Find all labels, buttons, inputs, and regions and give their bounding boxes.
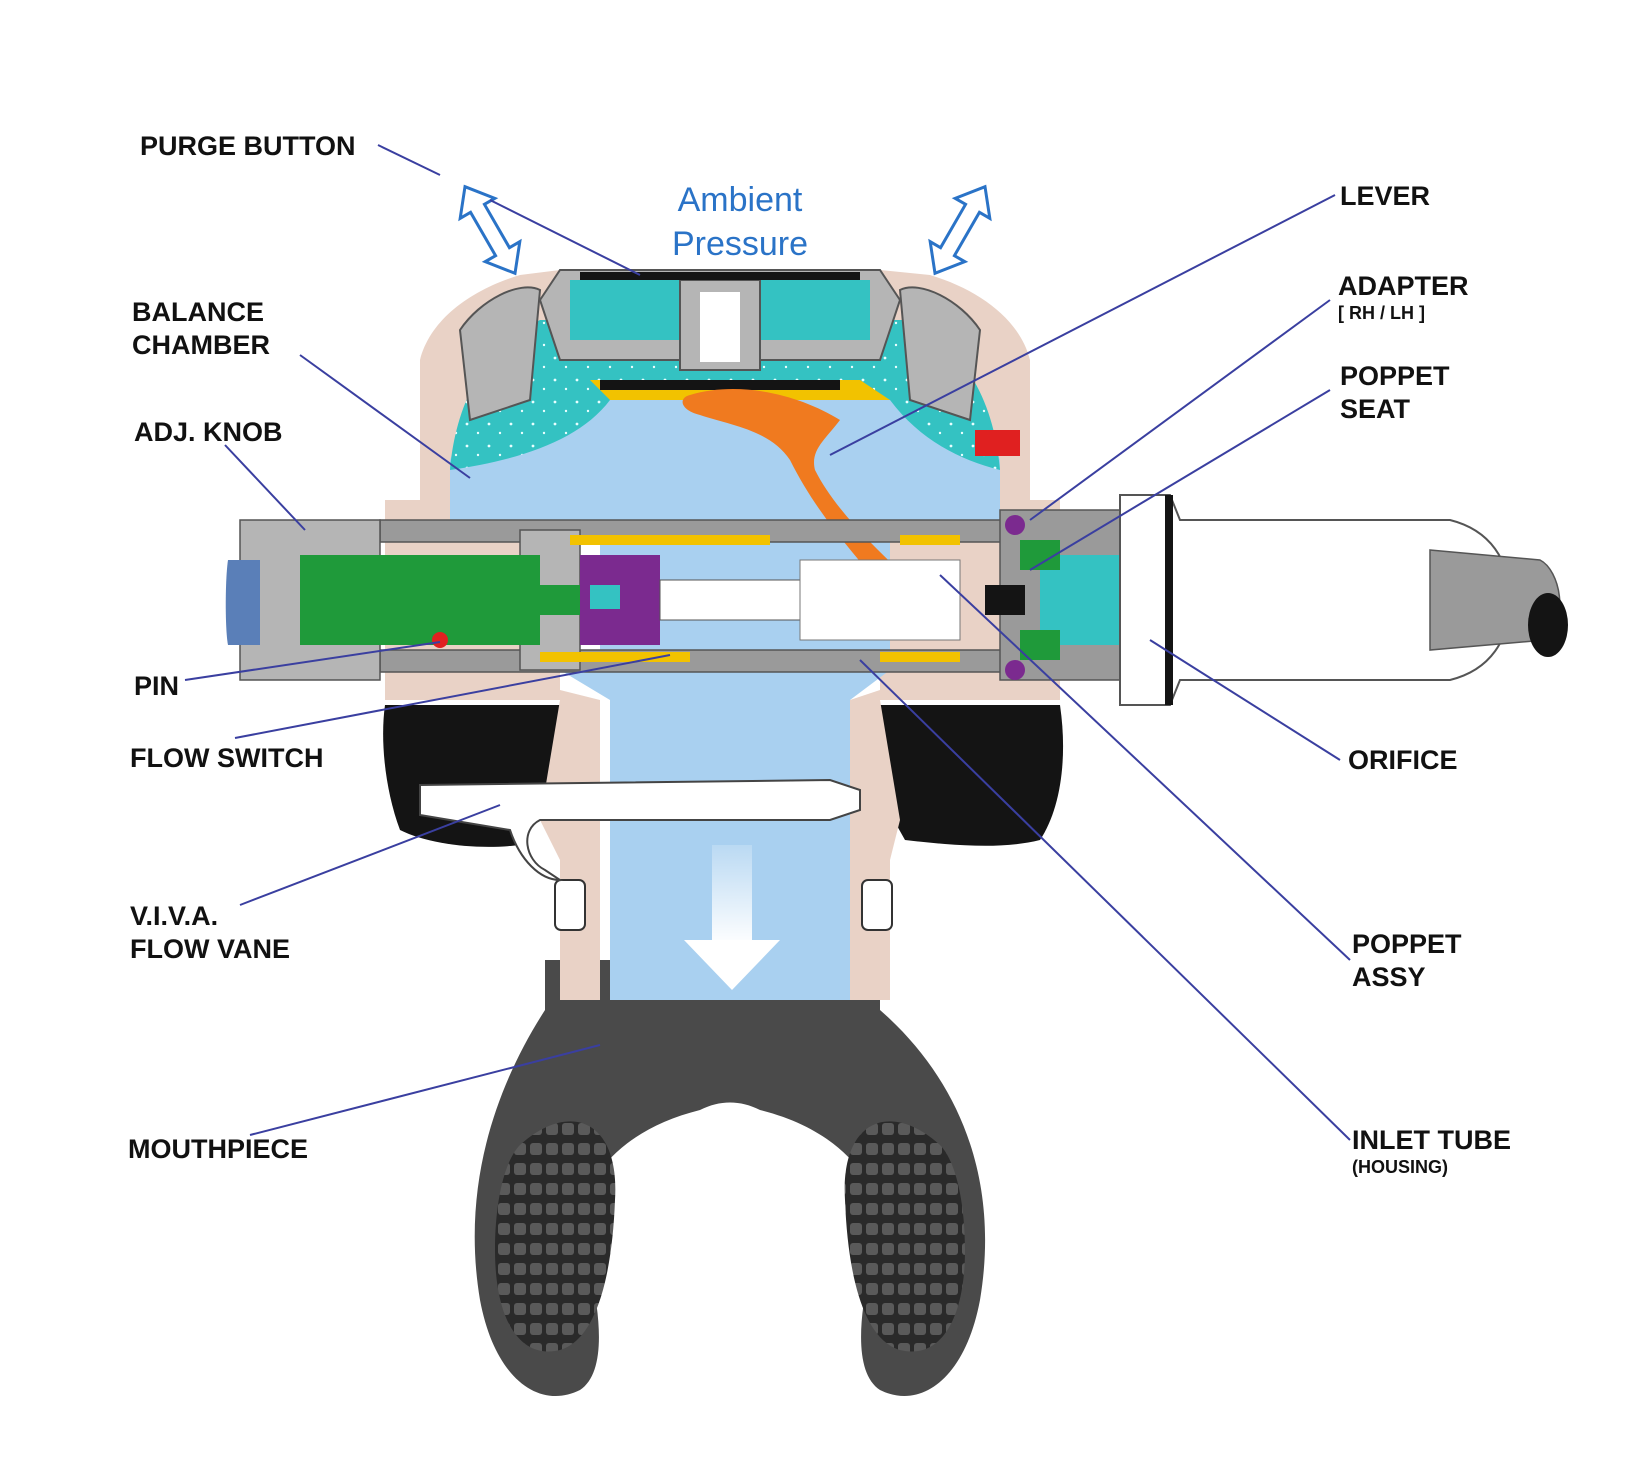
label-adapter-sub: [ RH / LH ]: [1338, 303, 1425, 323]
label-viva-line2: FLOW VANE: [130, 934, 290, 964]
label-inlet-tube-sub: (HOUSING): [1352, 1157, 1448, 1177]
label-flow-switch: FLOW SWITCH: [130, 743, 324, 773]
ambient-pressure-arrow-right-icon: [928, 184, 992, 276]
label-poppet-assy-line1: POPPET: [1352, 929, 1462, 959]
label-inlet-tube: INLET TUBE (HOUSING): [1352, 1124, 1511, 1177]
label-mouthpiece: MOUTHPIECE: [128, 1134, 309, 1164]
ambient-pressure-arrow-left-icon: [458, 184, 522, 276]
ambient-line-1: Ambient: [677, 181, 803, 219]
label-adj-knob: ADJ. KNOB: [134, 417, 283, 447]
label-poppet-assy-line2: ASSY: [1352, 962, 1426, 992]
label-purge-button: PURGE BUTTON: [140, 131, 356, 161]
label-viva-flow-vane: V.I.V.A. FLOW VANE: [130, 900, 290, 966]
ambient-line-2: Pressure: [671, 225, 809, 263]
label-balance-chamber: BALANCE CHAMBER: [132, 296, 270, 362]
viva-flow-vane: [419, 778, 861, 882]
label-poppet-seat-line2: SEAT: [1340, 394, 1411, 424]
ambient-pressure-label: Ambient Pressure: [630, 178, 850, 266]
side-plugs: [554, 430, 1020, 931]
purge-cover: [458, 269, 982, 422]
label-poppet-seat: POPPET SEAT: [1340, 360, 1450, 426]
label-viva-line1: V.I.V.A.: [130, 901, 219, 931]
label-pin: PIN: [134, 671, 180, 701]
label-adapter-line1: ADAPTER: [1338, 271, 1469, 301]
adj-knob: [225, 519, 580, 681]
label-adapter: ADAPTER [ RH / LH ]: [1338, 270, 1469, 323]
mouthpiece-body: [474, 960, 986, 1396]
label-lever: LEVER: [1340, 181, 1431, 211]
label-inlet-tube-line1: INLET TUBE: [1352, 1125, 1511, 1155]
label-orifice: ORIFICE: [1348, 745, 1458, 775]
label-balance-chamber-line2: CHAMBER: [132, 330, 270, 360]
leader-lines: [184, 144, 1351, 1141]
airflow-arrow-icon: [684, 845, 780, 990]
label-poppet-assy: POPPET ASSY: [1352, 928, 1462, 994]
adapter-assembly: [985, 494, 1568, 706]
valve-body: [379, 519, 1061, 673]
label-balance-chamber-line1: BALANCE: [132, 297, 264, 327]
label-poppet-seat-line1: POPPET: [1340, 361, 1450, 391]
